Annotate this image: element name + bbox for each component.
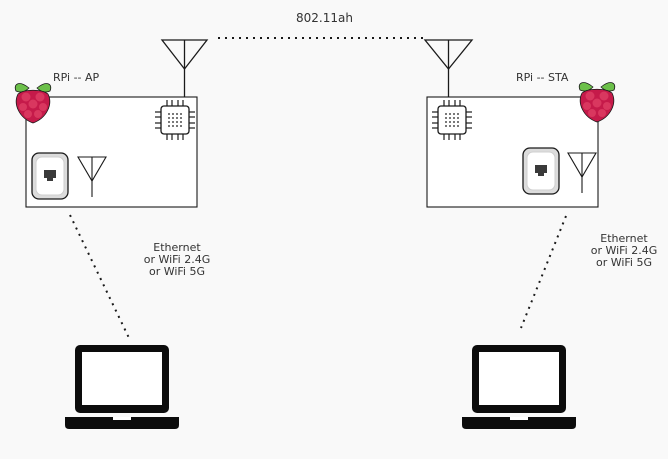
sta-ethernet-port-icon: [522, 147, 560, 195]
ap-client-link-label: Ethernet or WiFi 2.4G or WiFi 5G: [140, 242, 214, 278]
ap-ethernet-port-icon: [31, 152, 69, 200]
ap-client-laptop-icon: [65, 345, 179, 429]
wireless-link-label: 802.11ah: [296, 11, 353, 25]
ap-client-link-line-2: or WiFi 2.4G: [143, 253, 211, 266]
sta-label: RPi -- STA: [516, 71, 569, 84]
sta-antenna-icon: [423, 39, 474, 100]
sta-client-link-line-1: Ethernet: [600, 232, 648, 245]
sta-client-link-label: Ethernet or WiFi 2.4G or WiFi 5G: [587, 233, 661, 269]
ap-client-link-line: [69, 214, 130, 339]
ap-client-link-line-1: Ethernet: [153, 241, 201, 254]
sta-client-link-line-2: or WiFi 2.4G: [590, 244, 658, 257]
ap-label: RPi -- AP: [53, 71, 100, 84]
sta-client-link-line-3: or WiFi 5G: [595, 256, 653, 269]
ap-client-link-line-3: or WiFi 5G: [148, 265, 206, 278]
ap-antenna-icon: [160, 39, 209, 100]
sta-client-laptop-icon: [462, 345, 576, 429]
sta-board: [426, 96, 599, 208]
sta-client-link-line: [520, 215, 567, 329]
